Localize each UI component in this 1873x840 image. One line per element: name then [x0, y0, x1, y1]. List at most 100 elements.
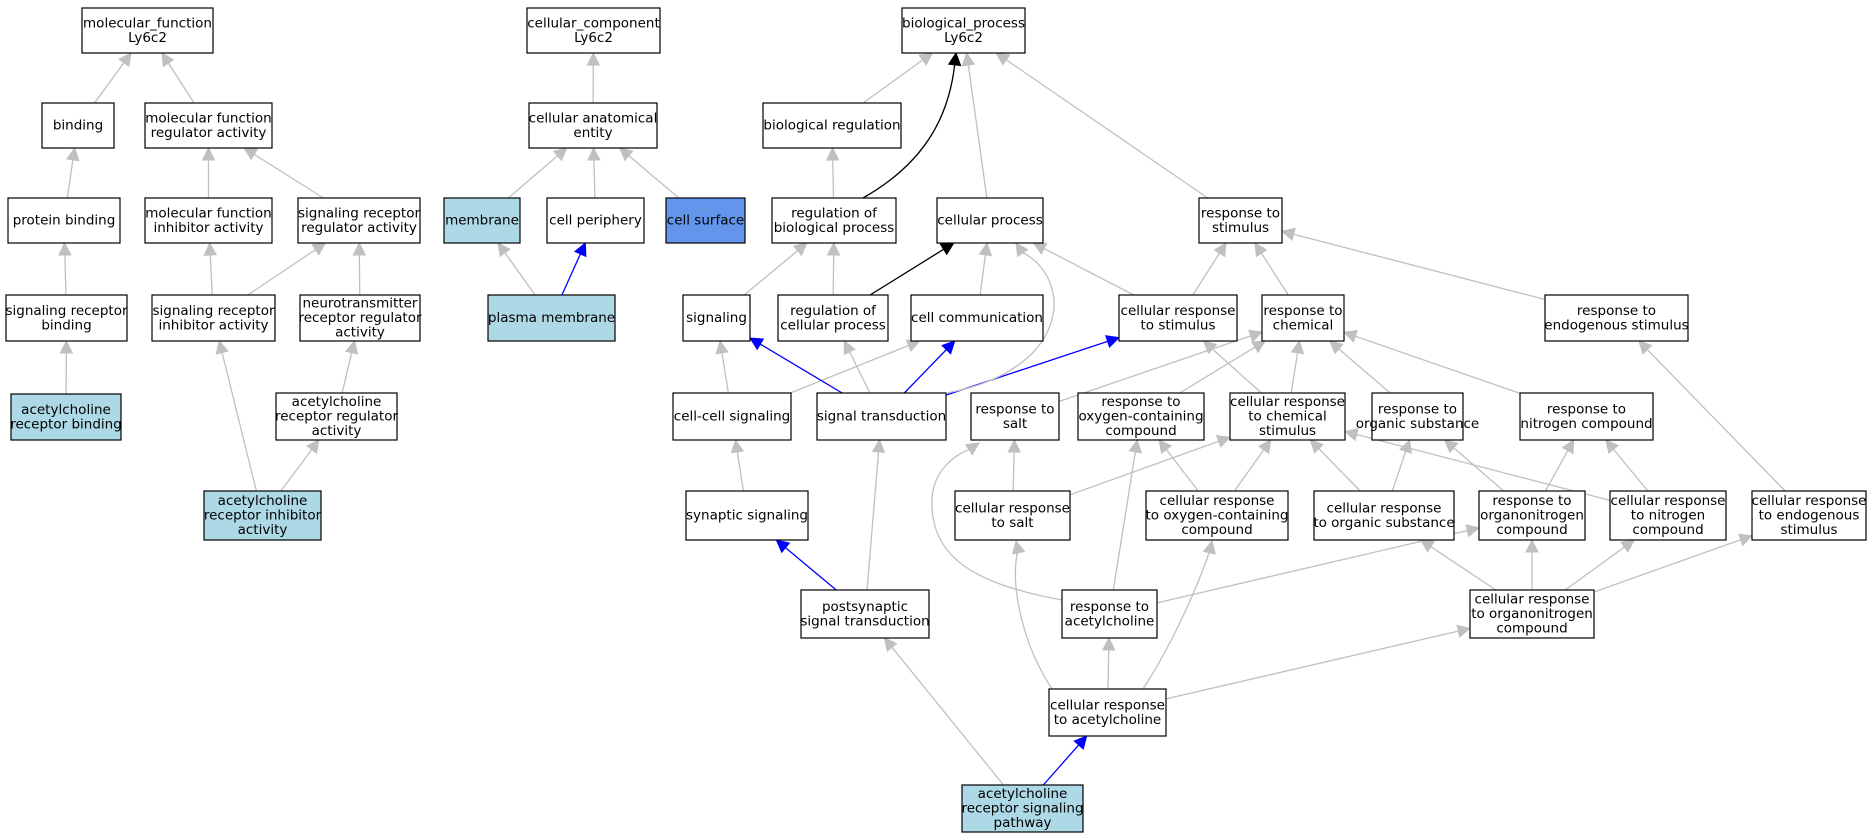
- node-box: [1519, 392, 1654, 441]
- edge-line: [209, 254, 213, 296]
- edge-arrowhead: [66, 146, 80, 162]
- node-ccsig[interactable]: cell-cell signaling: [672, 392, 792, 441]
- edge-line: [1107, 649, 1110, 690]
- node-membrane[interactable]: membrane: [443, 197, 521, 244]
- edge-line: [1593, 539, 1741, 593]
- edge-srinh-to-srra: [247, 242, 327, 296]
- node-bioreg[interactable]: biological regulation: [762, 102, 902, 149]
- edge-line: [832, 159, 835, 199]
- node-label: cellular response: [1327, 500, 1442, 516]
- edge-line: [66, 159, 74, 199]
- edge-cellrespach-to-respach: [1101, 636, 1116, 690]
- node-label: biological regulation: [763, 118, 900, 134]
- edge-achrb-to-srbind: [59, 339, 74, 395]
- node-label: response to: [1070, 599, 1149, 615]
- node-sigtrans[interactable]: signal transduction: [816, 392, 947, 441]
- node-binding[interactable]: binding: [41, 102, 115, 149]
- edge-respach-to-resporgn: [1156, 524, 1481, 604]
- node-label: biological process: [774, 220, 895, 236]
- node-box: [203, 490, 322, 541]
- node-cellsurf[interactable]: cell surface: [665, 197, 746, 244]
- node-label: Ly6c2: [944, 30, 983, 46]
- node-label: cell-cell signaling: [674, 409, 790, 425]
- node-label: cellular response: [1160, 493, 1275, 509]
- edge-line: [931, 448, 1063, 601]
- edge-line: [628, 155, 680, 199]
- edge-line: [1391, 451, 1407, 492]
- edge-arrowhead: [1007, 438, 1021, 453]
- edge-arrowhead: [1128, 438, 1143, 454]
- node-cellcomm[interactable]: cell communication: [910, 294, 1044, 342]
- node-box: [771, 197, 897, 244]
- edge-line: [1212, 348, 1262, 394]
- edge-line: [1646, 349, 1786, 492]
- node-label: protein binding: [13, 213, 116, 229]
- node-label: cellular_component: [527, 15, 659, 31]
- node-synsig[interactable]: synaptic signaling: [685, 490, 809, 541]
- edge-arrowhead: [1213, 242, 1227, 258]
- node-protbind[interactable]: protein binding: [7, 197, 121, 244]
- node-plasma[interactable]: plasma membrane: [487, 294, 616, 342]
- edge-line: [253, 153, 324, 199]
- edge-arrowhead: [587, 146, 601, 161]
- edge-cellresporgn-to-cellrespendo: [1593, 533, 1754, 593]
- edge-srinh-to-mfinh: [203, 241, 218, 296]
- node-box: [144, 102, 273, 149]
- edge-ntrra-to-srra: [352, 241, 367, 296]
- node-label: activity: [238, 522, 288, 538]
- edge-arrowhead: [1328, 340, 1344, 355]
- node-label: regulation of: [790, 303, 877, 319]
- node-label: regulator activity: [151, 125, 267, 141]
- node-cellper[interactable]: cell periphery: [546, 197, 645, 244]
- node-signaling[interactable]: signaling: [682, 294, 751, 342]
- edge-arrowhead: [1419, 539, 1435, 553]
- node-cellproc[interactable]: cellular process: [936, 197, 1044, 244]
- edge-line: [1042, 744, 1080, 786]
- edge-arrowhead: [1620, 539, 1636, 553]
- node-box: [1478, 490, 1586, 541]
- edge-line: [979, 254, 987, 296]
- node-label: response to: [1547, 401, 1626, 417]
- edge-arrowhead: [1525, 538, 1539, 553]
- node-box: [1313, 490, 1455, 541]
- edge-plasma-to-membrane: [497, 242, 536, 296]
- edge-arrowhead: [1342, 329, 1359, 343]
- edge-respchem-to-respstim: [1254, 242, 1289, 296]
